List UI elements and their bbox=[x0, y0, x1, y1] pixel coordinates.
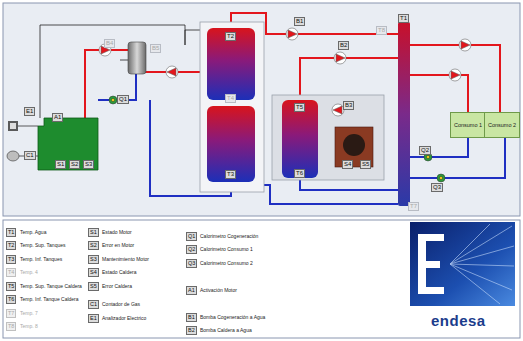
legend-text: Estado Caldera bbox=[102, 269, 136, 275]
legend-text: Temp. 7 bbox=[20, 310, 38, 316]
legend-text: Activación Motor bbox=[200, 287, 237, 293]
node-text: S2 bbox=[71, 161, 78, 167]
id-tag: B4 bbox=[104, 39, 115, 48]
legend-code: E1 bbox=[88, 314, 99, 323]
node-text: S5 bbox=[362, 161, 369, 167]
id-tag: S5 bbox=[360, 160, 371, 169]
node-text: T2 bbox=[227, 33, 234, 39]
node-text: T1 bbox=[400, 15, 407, 21]
legend-text: Temp. 4 bbox=[20, 269, 38, 275]
id-tag: B1 bbox=[294, 17, 305, 26]
id-tag: T4 bbox=[225, 94, 236, 103]
legend-code: T8 bbox=[6, 322, 16, 331]
consumer-box: Consumo 2 bbox=[484, 112, 520, 138]
legend-text: Temp. Inf. Tanques bbox=[20, 256, 62, 262]
node-text: S3 bbox=[85, 161, 92, 167]
legend-text: Temp. 8 bbox=[20, 323, 38, 329]
id-tag: T1 bbox=[398, 14, 409, 23]
legend-code: T1 bbox=[6, 228, 16, 237]
node-text: Q1 bbox=[119, 96, 127, 102]
legend-code: T5 bbox=[6, 282, 16, 291]
id-tag: S4 bbox=[342, 160, 353, 169]
legend-text: Contador de Gas bbox=[102, 301, 140, 307]
legend-text: Calorimetro Consumo 1 bbox=[200, 246, 253, 252]
id-tag: S3 bbox=[83, 160, 94, 169]
consumer-box: Consumo 1 bbox=[450, 112, 486, 138]
legend-text: Temp. Inf. Tanque Caldera bbox=[20, 296, 79, 302]
legend-code: A1 bbox=[186, 286, 197, 295]
legend-code: S1 bbox=[88, 228, 99, 237]
node-text: T8 bbox=[378, 27, 385, 33]
id-tag: Q1 bbox=[117, 95, 129, 104]
legend-text: Bomba Caldera a Agua bbox=[200, 327, 252, 333]
legend-code: S5 bbox=[88, 282, 99, 291]
id-tag: T8 bbox=[376, 26, 387, 35]
node-text: T4 bbox=[227, 95, 234, 101]
legend-code: S4 bbox=[88, 268, 99, 277]
id-tag: S2 bbox=[69, 160, 80, 169]
legend-code: Q1 bbox=[186, 232, 197, 241]
legend-text: Mantenimiento Motor bbox=[102, 256, 149, 262]
legend-code: S2 bbox=[88, 241, 99, 250]
id-tag: Q3 bbox=[431, 183, 443, 192]
id-tag: T7 bbox=[408, 202, 419, 211]
node-text: B2 bbox=[340, 42, 347, 48]
legend-text: Calorimetro Consumo 2 bbox=[200, 260, 253, 266]
legend-text: Estado Motor bbox=[102, 229, 132, 235]
node-text: S1 bbox=[57, 161, 64, 167]
node-text: E1 bbox=[26, 108, 33, 114]
node-text: Q3 bbox=[433, 184, 441, 190]
node-text: B3 bbox=[345, 102, 352, 108]
node-text: C1 bbox=[26, 152, 34, 158]
node-text: T7 bbox=[410, 203, 417, 209]
node-text: Consumo 1 bbox=[454, 122, 482, 129]
id-tag: T3 bbox=[225, 170, 236, 179]
id-tag: T2 bbox=[225, 32, 236, 41]
id-tag: B2 bbox=[338, 41, 349, 50]
node-text: B5 bbox=[152, 45, 159, 51]
legend-code: T4 bbox=[6, 268, 16, 277]
node-text: T3 bbox=[227, 171, 234, 177]
legend-text: Bomba Cogeneración a Agua bbox=[200, 314, 265, 320]
legend-code: T7 bbox=[6, 309, 16, 318]
legend-text: Calorimetro Cogeneración bbox=[200, 233, 258, 239]
node-text: Q2 bbox=[421, 147, 429, 153]
legend-code: B2 bbox=[186, 326, 197, 335]
legend-code: C1 bbox=[88, 300, 99, 309]
node-text: B4 bbox=[106, 40, 113, 46]
id-tag: T6 bbox=[294, 169, 305, 178]
legend-text: Error en Motor bbox=[102, 242, 134, 248]
node-text: Consumo 2 bbox=[488, 122, 516, 129]
legend-text: Temp. Agua bbox=[20, 229, 46, 235]
legend-code: S3 bbox=[88, 255, 99, 264]
legend-code: T3 bbox=[6, 255, 16, 264]
legend-code: T2 bbox=[6, 241, 16, 250]
legend-code: Q2 bbox=[186, 245, 197, 254]
node-text: S4 bbox=[344, 161, 351, 167]
legend-code: Q3 bbox=[186, 259, 197, 268]
legend-code: T6 bbox=[6, 295, 16, 304]
legend-text: Temp. Sup. Tanques bbox=[20, 242, 66, 248]
legend-text: Temp. Sup. Tanque Caldera bbox=[20, 283, 82, 289]
node-text: B1 bbox=[296, 18, 303, 24]
legend-text: Error Caldera bbox=[102, 283, 132, 289]
id-tag: C1 bbox=[24, 151, 36, 160]
id-tag: S1 bbox=[55, 160, 66, 169]
id-tag: T5 bbox=[294, 103, 305, 112]
id-tag: B3 bbox=[343, 101, 354, 110]
legend-text: Analizador Electrico bbox=[102, 315, 146, 321]
node-text: T6 bbox=[296, 170, 303, 176]
node-text: A1 bbox=[54, 114, 61, 120]
id-tag: B5 bbox=[150, 44, 161, 53]
id-tag: Q2 bbox=[419, 146, 431, 155]
node-text: T5 bbox=[296, 104, 303, 110]
logo-text: endesa bbox=[431, 312, 486, 329]
id-tag: A1 bbox=[52, 113, 63, 122]
id-tag: E1 bbox=[24, 107, 35, 116]
legend-code: B1 bbox=[186, 313, 197, 322]
